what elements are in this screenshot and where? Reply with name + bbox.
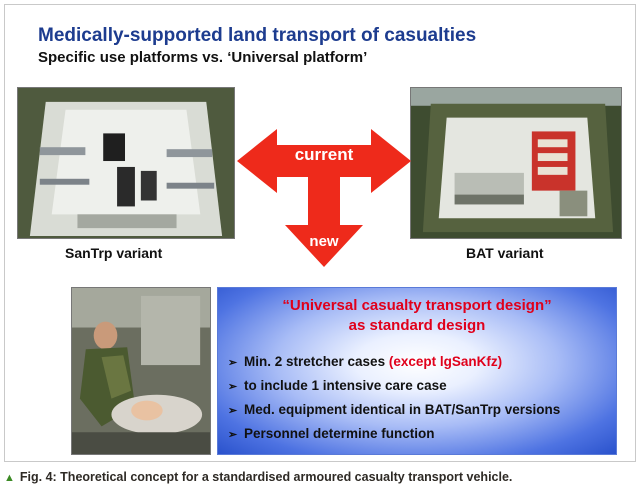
arrow-bullet-icon: ➢ xyxy=(228,357,238,369)
bullet-text: to include 1 intensive care case xyxy=(244,378,447,393)
bullet-text: Med. equipment identical in BAT/SanTrp v… xyxy=(244,402,561,417)
arrow-bullet-icon: ➢ xyxy=(228,429,238,441)
list-item: ➢ Med. equipment identical in BAT/SanTrp … xyxy=(228,398,616,422)
arrow-bullet-icon: ➢ xyxy=(228,381,238,393)
bullet-text: Min. 2 stretcher cases xyxy=(244,354,389,369)
panel-heading-line1: “Universal casualty transport design” xyxy=(282,297,552,314)
figure-caption: ▲ Fig. 4: Theoretical concept for a stand… xyxy=(4,470,636,484)
list-item: ➢ to include 1 intensive care case xyxy=(228,374,616,398)
bat-caption: BAT variant xyxy=(466,245,544,261)
bullet-highlight: (except lgSanKfz) xyxy=(388,354,503,369)
bat-vehicle-photo xyxy=(410,87,622,239)
arrow-new-label: new xyxy=(309,233,339,250)
arrow-shape-icon xyxy=(237,129,411,267)
slide-title: Medically-supported land transport of ca… xyxy=(38,25,477,46)
list-item: ➢ Min. 2 stretcher cases (except lgSanKfz… xyxy=(228,350,616,374)
slide-subtitle: Specific use platforms vs. ‘Universal pl… xyxy=(38,49,368,66)
arrow-bullet-icon: ➢ xyxy=(228,405,238,417)
bullet-text: Personnel determine function xyxy=(244,426,435,441)
list-item: ➢ Personnel determine function xyxy=(228,422,616,446)
triangle-marker-icon: ▲ xyxy=(4,472,15,484)
santrp-caption: SanTrp variant xyxy=(65,245,163,261)
arrow-current-label: current xyxy=(294,145,354,164)
requirements-list: ➢ Min. 2 stretcher cases (except lgSanKfz… xyxy=(228,350,616,446)
panel-heading: “Universal casualty transport design” as… xyxy=(218,296,616,336)
medic-in-vehicle-photo xyxy=(71,287,211,455)
figure-caption-text: Fig. 4: Theoretical concept for a standa… xyxy=(19,470,513,484)
universal-design-panel: “Universal casualty transport design” as… xyxy=(217,287,617,455)
current-new-arrow: current new xyxy=(237,129,411,269)
slide: Medically-supported land transport of ca… xyxy=(4,4,636,462)
panel-heading-line2: as standard design xyxy=(348,317,486,334)
santrp-vehicle-photo xyxy=(17,87,235,239)
